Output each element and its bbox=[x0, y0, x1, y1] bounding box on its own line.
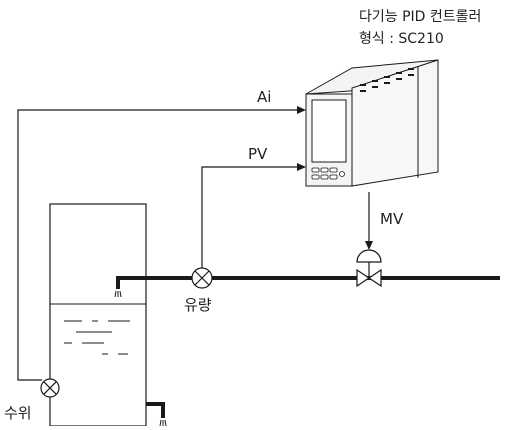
pv-signal-line bbox=[201, 166, 300, 268]
ai-signal-line bbox=[17, 109, 300, 381]
flow-label: 유량 bbox=[184, 296, 212, 314]
mv-arrowhead bbox=[365, 241, 373, 250]
level-label: 수위 bbox=[4, 404, 32, 422]
water-ripples bbox=[64, 320, 130, 355]
flow-sensor-icon bbox=[191, 267, 213, 289]
water-tank bbox=[49, 203, 147, 427]
device-name: 다기능 PID 컨트롤러 bbox=[359, 9, 482, 25]
pid-controller-device bbox=[305, 59, 439, 187]
mv-label: MV bbox=[380, 210, 404, 228]
inlet-pipe bbox=[116, 276, 500, 289]
controller-screen bbox=[311, 99, 347, 163]
inlet-nozzle bbox=[114, 290, 122, 298]
level-sensor-icon bbox=[40, 378, 60, 398]
device-model: 형식 : SC210 bbox=[359, 31, 444, 47]
outlet-pipe bbox=[146, 402, 165, 418]
ai-arrowhead bbox=[297, 106, 306, 114]
pv-label: PV bbox=[248, 145, 268, 163]
pv-arrowhead bbox=[297, 163, 306, 171]
control-valve-icon bbox=[356, 249, 382, 288]
ai-label: Ai bbox=[257, 88, 272, 106]
outlet-nozzle bbox=[159, 419, 167, 427]
